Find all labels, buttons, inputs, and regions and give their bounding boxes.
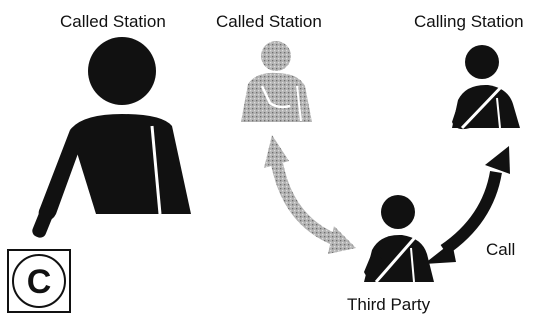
called-station-person-ghost-icon [241, 41, 312, 122]
key-button-icon: C [8, 250, 70, 312]
key-letter: C [27, 263, 52, 301]
calling-station-label: Calling Station [414, 13, 524, 30]
called-station-person-large-icon [31, 37, 191, 239]
call-label: Call [486, 241, 515, 258]
third-party-person-icon [364, 195, 434, 282]
ghost-double-arrow-icon [264, 135, 356, 254]
third-party-label: Third Party [347, 296, 430, 313]
calling-station-person-icon [452, 45, 520, 129]
called-station-left-label: Called Station [60, 13, 166, 30]
called-station-middle-label: Called Station [216, 13, 322, 30]
